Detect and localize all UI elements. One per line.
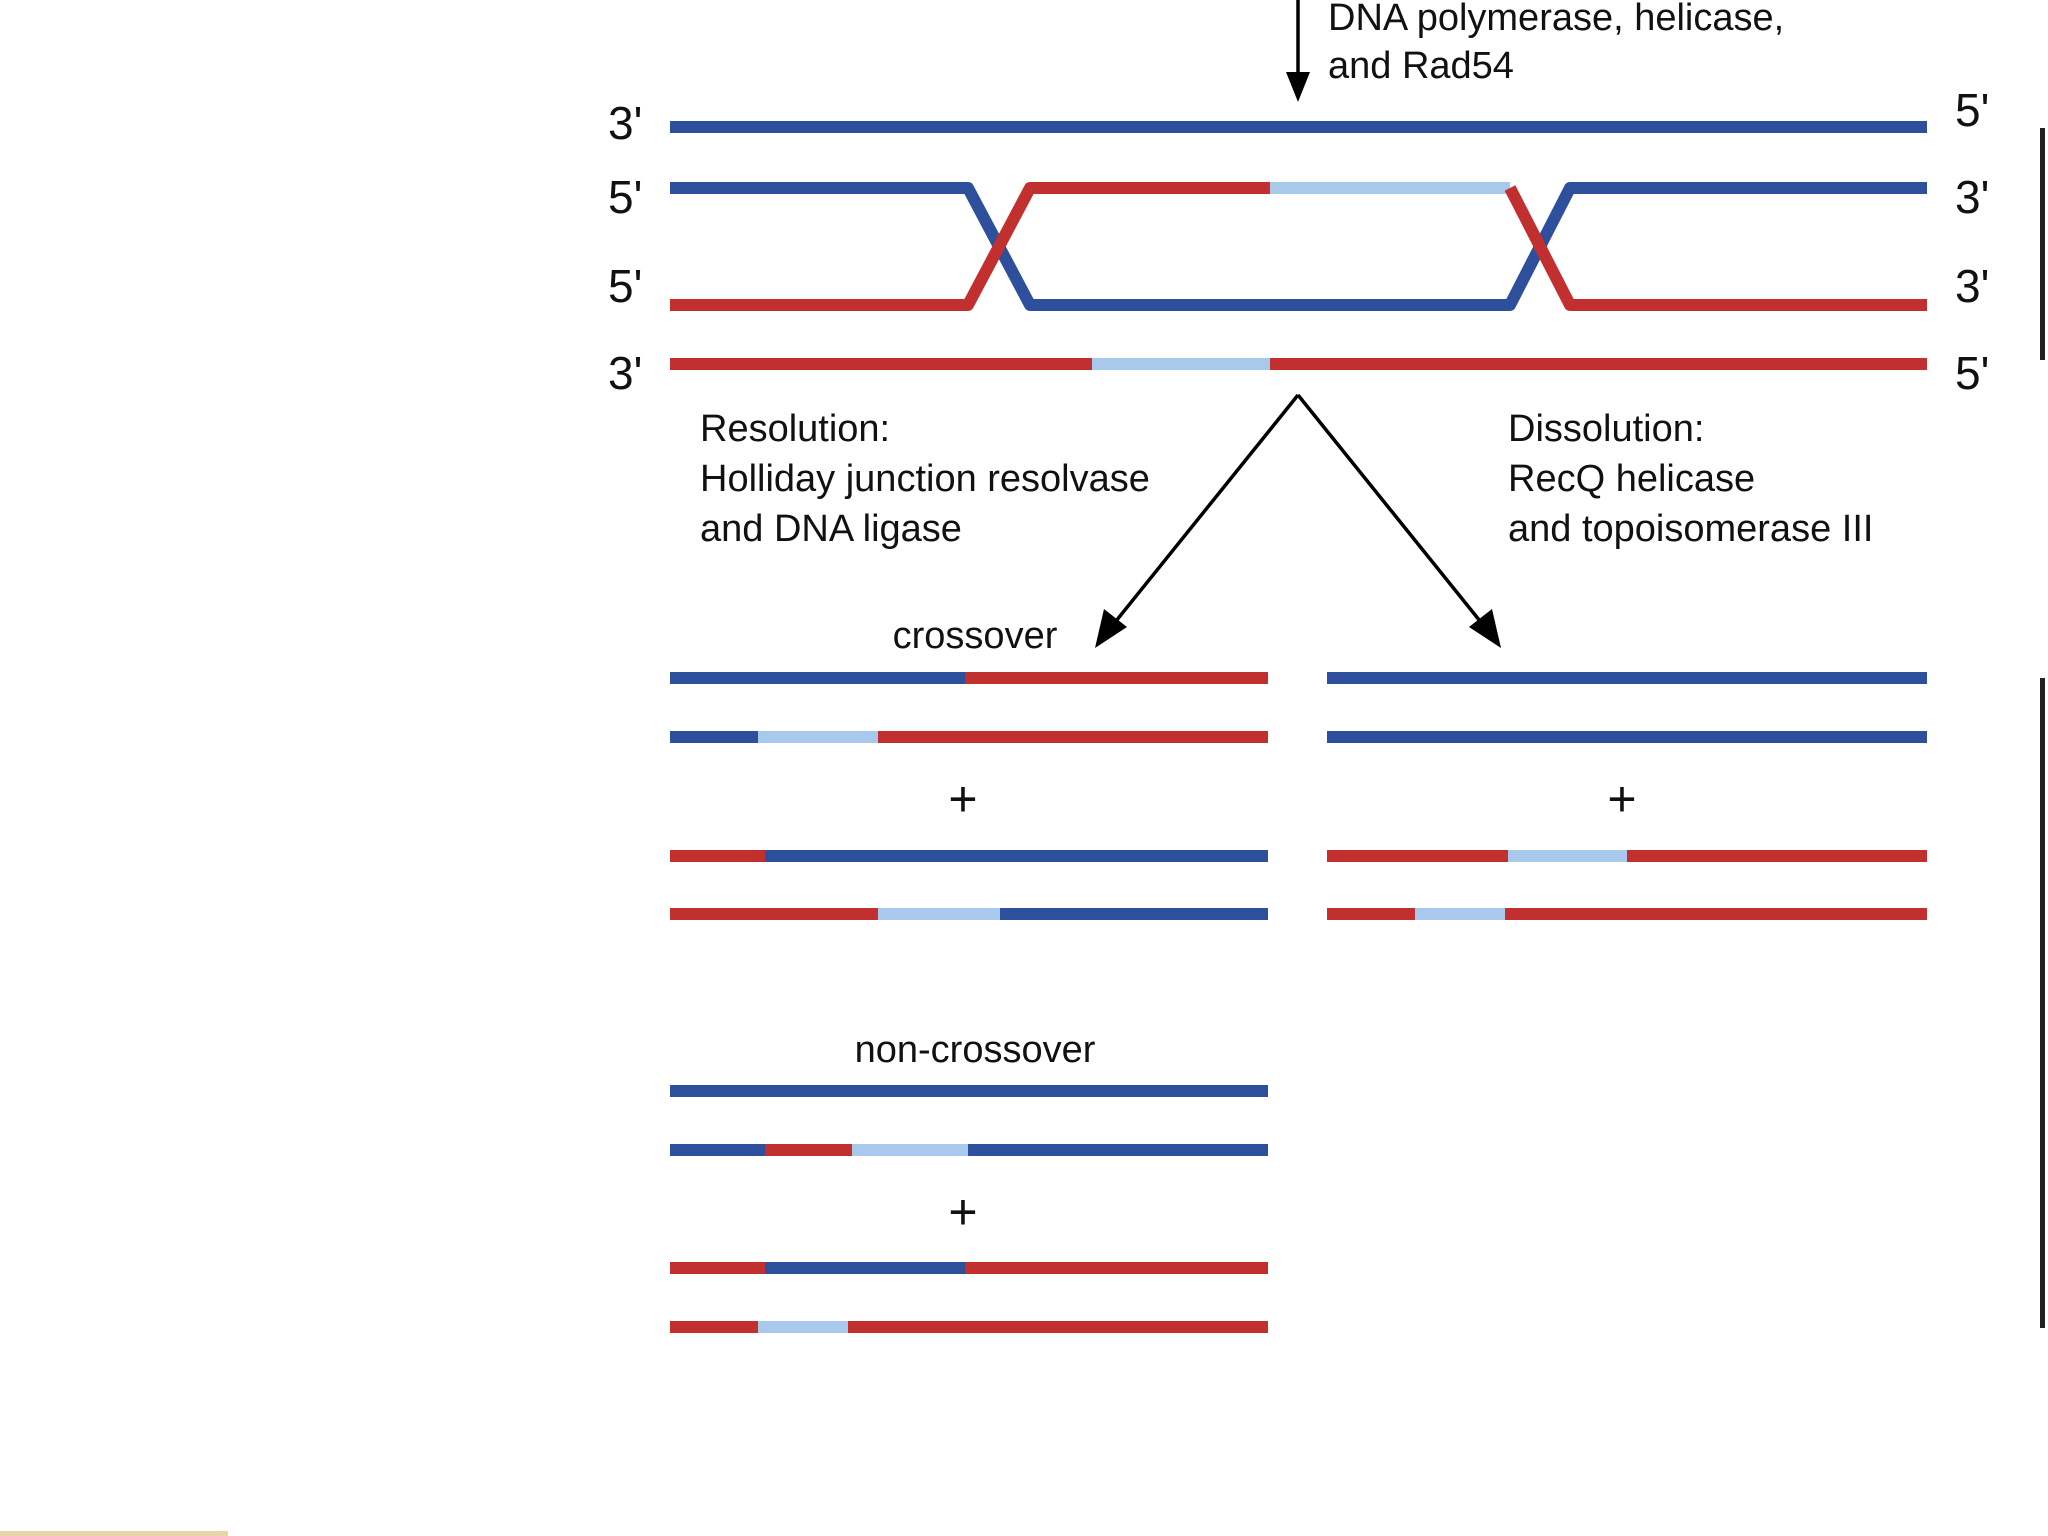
noncrossover-label: non-crossover xyxy=(855,1029,1096,1071)
left-end-label-3: 5' xyxy=(608,260,642,312)
branch-arrow-left-head xyxy=(1095,609,1127,648)
holliday-junction-intermediate xyxy=(670,121,1927,370)
crossover-label: crossover xyxy=(893,615,1058,657)
left-end-label-1: 3' xyxy=(608,97,642,149)
right-end-label-4: 5' xyxy=(1955,347,1989,399)
resolution-line-2: and DNA ligase xyxy=(700,508,962,550)
branch-arrow-left xyxy=(1110,393,1300,628)
corner-mark xyxy=(0,1531,228,1536)
right-edge-bar-lower xyxy=(2040,678,2045,1328)
right-end-label-1: 5' xyxy=(1955,84,1989,136)
step-label-line-1: DNA polymerase, helicase, xyxy=(1328,0,1784,39)
strand-blue-left-arm xyxy=(670,182,1927,311)
step-label-line-2: and Rad54 xyxy=(1328,45,1514,87)
resolution-title: Resolution: xyxy=(700,408,890,450)
right-end-label-3: 3' xyxy=(1955,260,1989,312)
right-edge-bar-upper xyxy=(2040,128,2045,360)
branch-arrow-right xyxy=(1296,393,1486,628)
right-end-label-2: 3' xyxy=(1955,171,1989,223)
branch-arrow-right-head xyxy=(1469,609,1501,648)
step-arrow-head xyxy=(1286,72,1310,102)
dissolution-line-1: RecQ helicase xyxy=(1508,458,1755,500)
dissolution-title: Dissolution: xyxy=(1508,408,1704,450)
left-end-label-4: 3' xyxy=(608,347,642,399)
strand-red-right-arm xyxy=(1504,185,1927,311)
resolution-line-1: Holliday junction resolvase xyxy=(700,458,1150,500)
left-end-label-2: 5' xyxy=(608,171,642,223)
noncrossover-products xyxy=(670,1085,1268,1333)
dissolution-products xyxy=(1327,672,1927,920)
dissolution-line-2: and topoisomerase III xyxy=(1508,508,1873,550)
strand-red-left-arm xyxy=(670,182,1270,311)
dissolution-plus: + xyxy=(1607,771,1636,827)
noncrossover-plus: + xyxy=(948,1184,977,1240)
crossover-products xyxy=(670,672,1268,920)
crossover-plus: + xyxy=(948,771,977,827)
